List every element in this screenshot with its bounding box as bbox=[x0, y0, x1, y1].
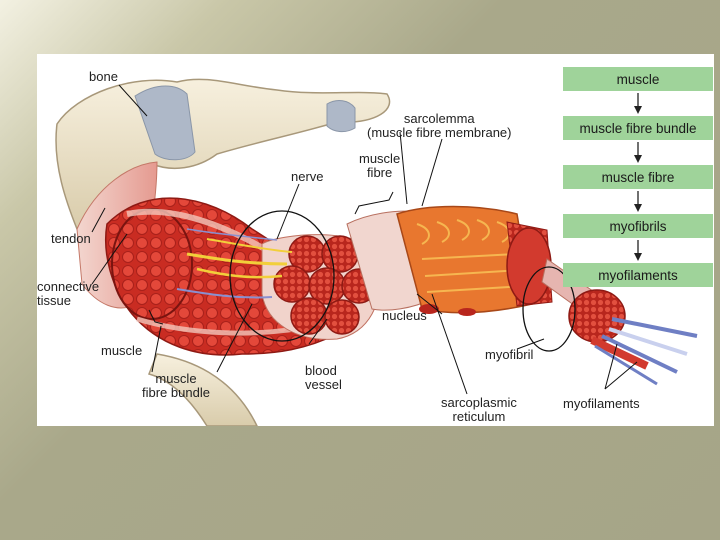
label-sarcoplasmic-reticulum: sarcoplasmic reticulum bbox=[441, 395, 517, 424]
muscle-anatomy-illustration bbox=[55, 78, 698, 426]
label-myofilaments: myofilaments bbox=[563, 396, 640, 411]
hierarchy-arrow-2 bbox=[634, 142, 642, 163]
bone-shape bbox=[55, 78, 391, 426]
hierarchy-box-myofilaments: myofilaments bbox=[563, 263, 713, 287]
leader-lines bbox=[91, 84, 638, 395]
hierarchy-arrow-4 bbox=[634, 240, 642, 261]
magnify-ring-myofibril bbox=[522, 266, 576, 352]
hierarchy-box-myofibrils: myofibrils bbox=[563, 214, 713, 238]
label-nerve: nerve bbox=[291, 169, 324, 184]
muscle-bracket bbox=[148, 309, 164, 325]
hierarchy-box-muscle-fibre: muscle fibre bbox=[563, 165, 713, 189]
label-connective-tissue: connective tissue bbox=[37, 279, 100, 308]
label-muscle-fibre: muscle fibre bbox=[359, 151, 401, 180]
hierarchy-arrow-1 bbox=[634, 93, 642, 114]
fibre-bracket bbox=[354, 191, 394, 215]
label-bone: bone bbox=[89, 69, 118, 84]
label-tendon: tendon bbox=[51, 231, 91, 246]
single-muscle-fibre bbox=[346, 205, 533, 316]
hierarchy-arrow-3 bbox=[634, 191, 642, 212]
myofilament-strands bbox=[590, 317, 698, 386]
label-blood-vessel: blood vessel bbox=[305, 363, 342, 392]
nerve-and-vessels bbox=[176, 228, 293, 299]
label-muscle: muscle bbox=[101, 343, 143, 358]
hierarchy-box-muscle: muscle bbox=[563, 67, 713, 91]
magnify-ring-bundle bbox=[229, 210, 335, 342]
myofibril-cylinder bbox=[506, 221, 626, 343]
label-muscle-fibre-bundle: muscle fibre bundle bbox=[142, 371, 210, 400]
hierarchy-box-muscle-fibre-bundle: muscle fibre bundle bbox=[563, 116, 713, 140]
fibre-bundle-cluster bbox=[261, 234, 381, 340]
label-sarcolemma: sarcolemma (muscle fibre membrane) bbox=[367, 111, 512, 140]
label-myofibril: myofibril bbox=[485, 347, 534, 362]
label-nucleus: nucleus bbox=[382, 308, 427, 323]
diagram-panel: bone tendon connective tissue muscle mus… bbox=[37, 54, 714, 426]
